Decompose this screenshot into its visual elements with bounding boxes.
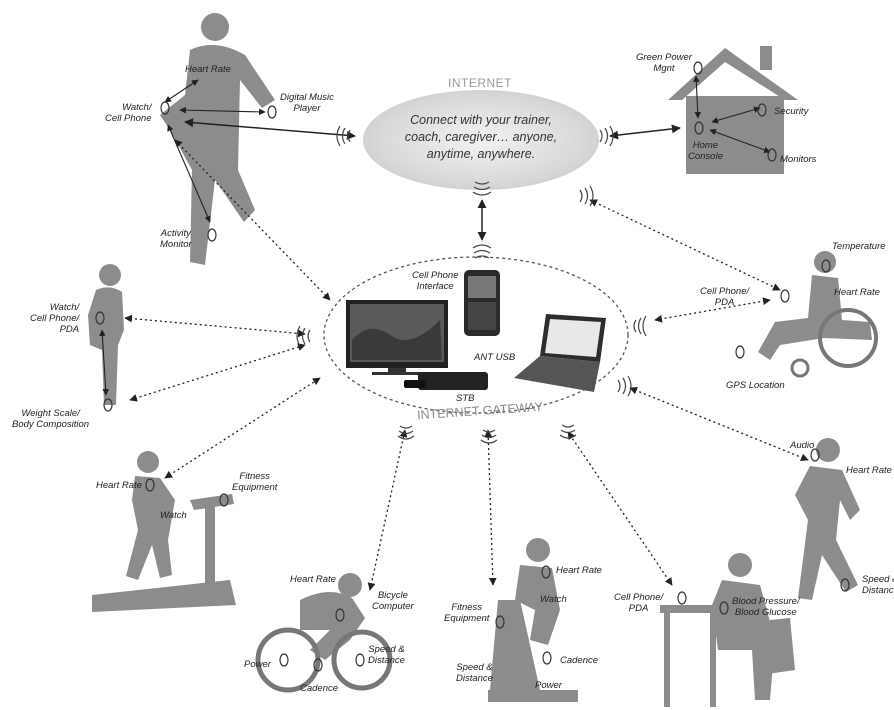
tv-icon — [346, 300, 448, 375]
weight-scale-label: Weight Scale/ Body Composition — [12, 408, 90, 430]
stb-label: STB — [456, 393, 475, 404]
internet-message-line: anytime, anywhere. — [426, 147, 536, 161]
internet-message-line: Connect with your trainer, — [410, 113, 552, 127]
bicycle-computer-label: Bicycle Computer — [372, 590, 414, 612]
standing-watch-label: Watch/ Cell Phone/ PDA — [30, 302, 80, 335]
home-console-label: Home Console — [688, 140, 723, 162]
bike-power-label: Power — [535, 680, 562, 691]
signal-waves — [296, 125, 647, 444]
internet-title: INTERNET — [448, 76, 512, 90]
watch-cell-phone-label: Watch/ Cell Phone — [105, 102, 152, 124]
set-top-box-icon — [404, 372, 488, 390]
jogger-audio-label: Audio — [790, 440, 815, 451]
wheelchair-cell-phone-label: Cell Phone/ PDA — [700, 286, 750, 308]
blood-pressure-label: Blood Pressure/ Blood Glucose — [732, 596, 800, 618]
cyclist-power-label: Power — [244, 659, 271, 670]
bike-speed-distance-label: Speed & Distance — [456, 662, 493, 684]
dotted-links — [124, 139, 809, 591]
internet-cloud — [363, 90, 599, 190]
bike-cadence-label: Cadence — [560, 655, 599, 666]
jogger-heart-rate-label: Heart Rate — [846, 465, 892, 476]
exercise-bike-figure — [488, 538, 578, 702]
runner-heart-rate-label: Heart Rate — [185, 64, 231, 75]
cyclist-heart-rate-label: Heart Rate — [290, 574, 336, 585]
treadmill-fitness-equipment-label: Fitness Equipment — [232, 471, 278, 493]
monitors-label: Monitors — [780, 154, 817, 165]
standing-person-figure — [88, 264, 124, 405]
green-power-label: Green Power Mgnt — [636, 52, 692, 74]
wheelchair-heart-rate-label: Heart Rate — [834, 287, 880, 298]
jogger-figure — [795, 438, 860, 600]
bike-fitness-equipment-label: Fitness Equipment — [444, 602, 490, 624]
jogger-speed-distance-label: Speed & Distance — [862, 574, 894, 596]
cell-phone-interface-label: Cell Phone Interface — [412, 270, 459, 292]
activity-monitor-label: Activity Monitor — [160, 228, 192, 250]
desk-cell-phone-label: Cell Phone/ PDA — [614, 592, 664, 614]
cyclist-speed-distance-label: Speed & Distance — [368, 644, 405, 666]
security-label: Security — [774, 106, 809, 117]
cyclist-cadence-label: Cadence — [300, 683, 339, 694]
bike-heart-rate-label: Heart Rate — [556, 565, 602, 576]
desk-figure — [660, 553, 795, 707]
bike-watch-label: Watch — [540, 594, 567, 605]
gps-location-label: GPS Location — [726, 380, 785, 391]
cyclist-figure — [255, 573, 393, 693]
sensor-nodes — [95, 61, 850, 672]
treadmill-watch-label: Watch — [160, 510, 187, 521]
ant-usb-label: ANT USB — [474, 352, 516, 363]
cell-phone-icon — [464, 270, 500, 336]
gateway-ellipse — [323, 256, 629, 414]
digital-music-player-label: Digital Music Player — [280, 92, 334, 114]
internet-message-line: coach, caregiver… anyone, — [404, 130, 558, 144]
internet-message: Connect with your trainer, coach, caregi… — [386, 112, 576, 163]
treadmill-figure — [92, 451, 236, 612]
treadmill-heart-rate-label: Heart Rate — [96, 480, 142, 491]
temperature-label: Temperature — [832, 241, 886, 252]
wheelchair-figure — [758, 251, 878, 378]
laptop-icon — [514, 314, 606, 392]
